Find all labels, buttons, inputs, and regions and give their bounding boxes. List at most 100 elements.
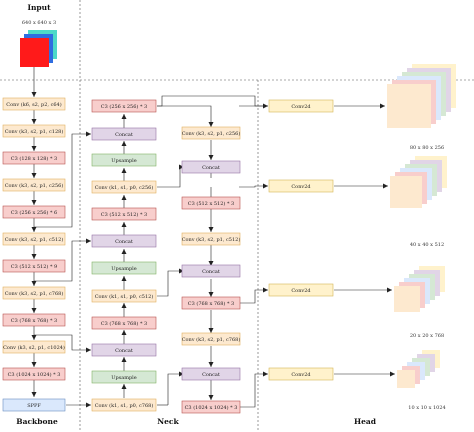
- backbone-c3-1024-x-1024-3-10: C3 (1024 x 1024) * 3: [2, 367, 66, 381]
- neck1-c3-256-x-256-3-0: C3 (256 x 256) * 3: [91, 99, 157, 113]
- section-title-neck: Neck: [157, 417, 179, 426]
- backbone-conv-k3-s2-p1-c256-3-label: Conv (k3, s2, p1, c256): [5, 182, 64, 189]
- head-conv2d-2: Conv2d: [268, 283, 334, 297]
- output-caption-0: 80 x 80 x 256: [410, 145, 444, 151]
- neck1-c3-512-x-512-3-4-label: C3 (512 x 512) * 3: [101, 211, 147, 218]
- neck2-conv-k3-s2-p1-c512-3-label: Conv (k3, s2, p1, c512): [182, 236, 241, 243]
- head-conv2d-3-label: Conv2d: [291, 372, 311, 378]
- neck1-upsample-6: Upsample: [91, 261, 157, 275]
- neck2-concat-4-box: [181, 264, 241, 278]
- backbone-c3-1024-x-1024-3-10-label: C3 (1024 x 1024) * 3: [8, 371, 61, 378]
- output-tensor-2: [394, 266, 445, 312]
- neck2-c3-512-x-512-3-2: C3 (512 x 512) * 3: [181, 196, 241, 210]
- neck1-concat-5-label: Concat: [115, 239, 133, 245]
- neck1-conv-k1-s1-p0-c256-3-label: Conv (k1, s1, p0, c256): [95, 184, 154, 191]
- neck2-conv-k3-s2-p1-c512-3: Conv (k3, s2, p1, c512): [181, 232, 241, 246]
- neck1-concat-9: Concat: [91, 343, 157, 357]
- neck1-conv-k1-s1-p0-c512-7: Conv (k1, s1, p0, c512): [91, 289, 157, 303]
- neck1-upsample-10: Upsample: [91, 370, 157, 384]
- neck1-c3-512-x-512-3-4-box: [91, 207, 157, 221]
- neck2-c3-768-x-768-3-5-label: C3 (768 x 768) * 3: [188, 300, 234, 307]
- backbone-conv-k3-s2-p1-c512-5-label: Conv (k3, s2, p1, c512): [5, 236, 64, 243]
- backbone-sppf-11-box: [2, 398, 66, 412]
- backbone-conv-k3-s2-p1-c768-7: Conv (k3, s2, p1, c768): [2, 286, 66, 300]
- neck1-c3-512-x-512-3-4: C3 (512 x 512) * 3: [91, 207, 157, 221]
- head-conv2d-0: Conv2d: [268, 99, 334, 113]
- output-tensor-3: [397, 350, 440, 388]
- output-tensors: 80 x 80 x 256 40 x 40 x 512 20 x 20 x 768 1…: [387, 64, 456, 411]
- neck1-c3-768-x-768-3-8-box: [91, 316, 157, 330]
- output-caption-3: 10 x 10 x 1024: [408, 405, 445, 411]
- neck2-conv-k3-s2-p1-c768-6-label: Conv (k3, s2, p1, c768): [182, 336, 241, 343]
- neck1-concat-1-label: Concat: [115, 132, 133, 138]
- tensor-layer: [397, 370, 415, 388]
- backbone-sppf-11-label: SPPF: [27, 403, 41, 409]
- input-caption: 640 x 640 x 3: [22, 20, 56, 26]
- neck1-concat-1-box: [91, 127, 157, 141]
- neck1-conv-k1-s1-p0-c256-3: Conv (k1, s1, p0, c256): [91, 180, 157, 194]
- section-title-head: Head: [354, 417, 377, 426]
- backbone-sppf-11: SPPF: [2, 398, 66, 412]
- neck1-c3-256-x-256-3-0-box: [91, 99, 157, 113]
- backbone-conv-k3-s2-p1-c512-5: Conv (k3, s2, p1, c512): [2, 232, 66, 246]
- head-conv2d-2-label: Conv2d: [291, 288, 311, 294]
- neck1-concat-1: Concat: [91, 127, 157, 141]
- neck1-conv-k1-s1-p0-c768-11: Conv (k1, s1, p0, c768): [91, 398, 157, 412]
- neck2-conv-k3-s2-p1-c768-6-box: [181, 332, 241, 346]
- section-title-backbone: Backbone: [16, 417, 58, 426]
- input-image-stack: [20, 30, 57, 67]
- neck2-conv-k3-s2-p1-c512-3-box: [181, 232, 241, 246]
- neck1-conv-k1-s1-p0-c768-11-box: [91, 398, 157, 412]
- neck1-c3-768-x-768-3-8: C3 (768 x 768) * 3: [91, 316, 157, 330]
- neck1-upsample-6-box: [91, 261, 157, 275]
- backbone-conv-k3-s2-p1-c128-1: Conv (k3, s2, p1, c128): [2, 124, 66, 138]
- head-conv2d-2-box: [268, 283, 334, 297]
- tensor-layer: [387, 84, 431, 128]
- node-boxes: Conv (k6, s2, p2, c64) Conv (k3, s2, p1, …: [2, 97, 334, 414]
- neck2-c3-1024-x-1024-3-8-box: [181, 400, 241, 414]
- output-caption-2: 20 x 20 x 768: [410, 333, 444, 339]
- head-conv2d-1: Conv2d: [268, 179, 334, 193]
- backbone-conv-k3-s2-p1-c512-5-box: [2, 232, 66, 246]
- neck2-c3-1024-x-1024-3-8: C3 (1024 x 1024) * 3: [181, 400, 241, 414]
- neck1-concat-5: Concat: [91, 234, 157, 248]
- neck1-c3-768-x-768-3-8-label: C3 (768 x 768) * 3: [101, 320, 147, 327]
- neck1-conv-k1-s1-p0-c768-11-label: Conv (k1, s1, p0, c768): [95, 402, 154, 409]
- backbone-conv-k3-s2-p1-c1024-9-box: [2, 340, 66, 354]
- backbone-c3-512-x-512-9-6: C3 (512 x 512) * 9: [2, 259, 66, 273]
- head-conv2d-1-label: Conv2d: [291, 184, 311, 190]
- output-tensor-1: [390, 156, 447, 208]
- neck1-concat-9-box: [91, 343, 157, 357]
- neck2-concat-4-label: Concat: [202, 269, 220, 275]
- backbone-conv-k3-s2-p1-c1024-9-label: Conv (k3, s2, p1, c1024): [3, 344, 65, 351]
- backbone-c3-1024-x-1024-3-10-box: [2, 367, 66, 381]
- backbone-conv-k3-s2-p1-c128-1-label: Conv (k3, s2, p1, c128): [5, 128, 64, 135]
- neck1-concat-9-label: Concat: [115, 348, 133, 354]
- neck1-conv-k1-s1-p0-c256-3-box: [91, 180, 157, 194]
- backbone-conv-k3-s2-p1-c128-1-box: [2, 124, 66, 138]
- neck2-c3-512-x-512-3-2-box: [181, 196, 241, 210]
- head-conv2d-0-label: Conv2d: [291, 104, 311, 110]
- neck1-upsample-2: Upsample: [91, 153, 157, 167]
- section-title-input: Input: [27, 3, 51, 12]
- neck2-conv-k3-s2-p1-c256-0: Conv (k3, s2, p1, c256): [181, 126, 241, 140]
- neck2-concat-1-box: [181, 160, 241, 174]
- neck1-upsample-10-label: Upsample: [111, 375, 137, 381]
- neck1-c3-256-x-256-3-0-label: C3 (256 x 256) * 3: [101, 103, 147, 110]
- backbone-c3-768-x-768-3-8-label: C3 (768 x 768) * 3: [11, 317, 57, 324]
- neck2-c3-768-x-768-3-5: C3 (768 x 768) * 3: [181, 296, 241, 310]
- backbone-conv-k3-s2-p1-c256-3: Conv (k3, s2, p1, c256): [2, 178, 66, 192]
- neck2-conv-k3-s2-p1-c256-0-label: Conv (k3, s2, p1, c256): [182, 130, 241, 137]
- backbone-c3-256-x-256-6-4-label: C3 (256 x 256) * 6: [11, 209, 57, 216]
- backbone-c3-256-x-256-6-4: C3 (256 x 256) * 6: [2, 205, 66, 219]
- backbone-conv-k6-s2-p2-c64-0-box: [2, 97, 66, 111]
- head-conv2d-0-box: [268, 99, 334, 113]
- backbone-c3-128-x-128-3-2-label: C3 (128 x 128) * 3: [11, 155, 57, 162]
- output-caption-1: 40 x 40 x 512: [410, 242, 444, 248]
- neck2-concat-1-label: Concat: [202, 165, 220, 171]
- tensor-layer: [390, 176, 422, 208]
- head-conv2d-1-box: [268, 179, 334, 193]
- tensor-layer: [394, 286, 420, 312]
- backbone-conv-k6-s2-p2-c64-0-label: Conv (k6, s2, p2, c64): [6, 101, 61, 108]
